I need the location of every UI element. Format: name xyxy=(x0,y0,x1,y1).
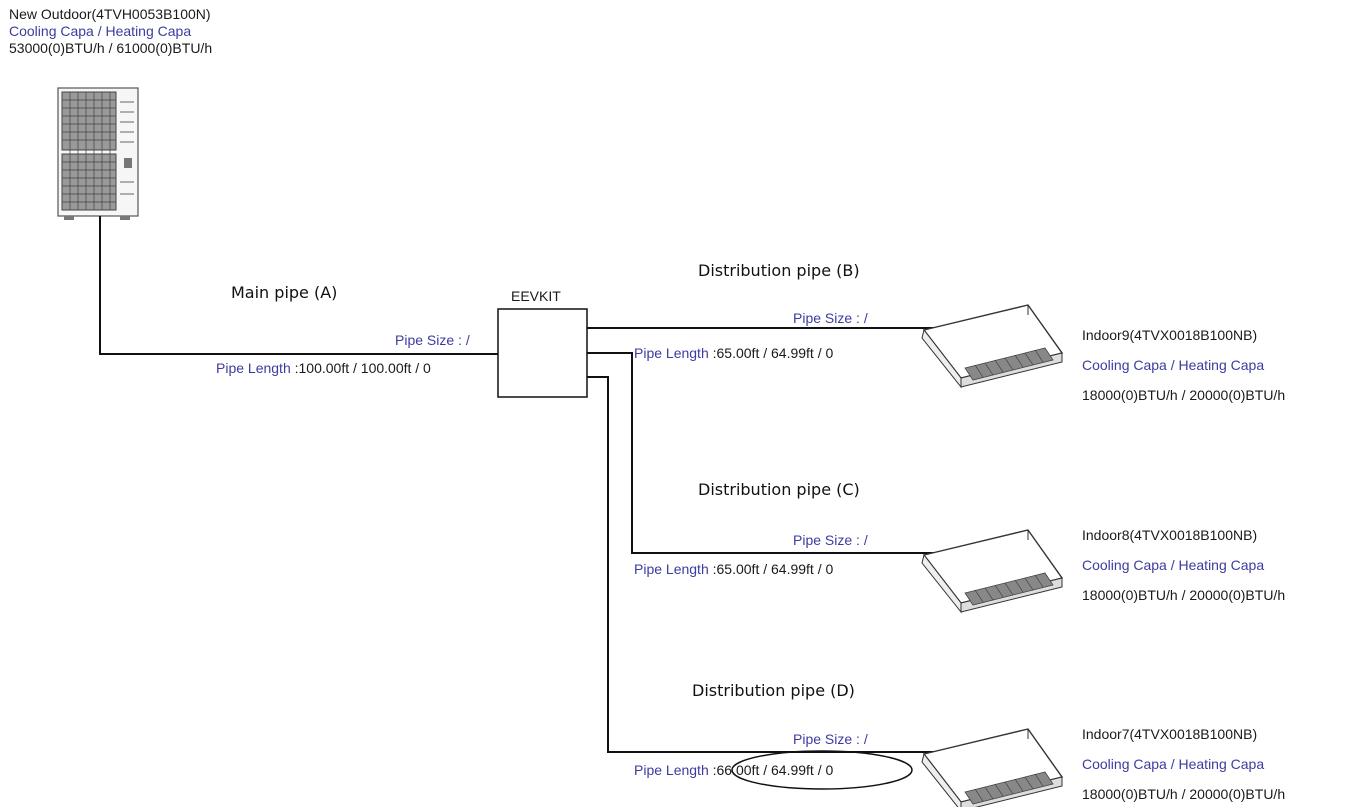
branch-title: Distribution pipe (B) xyxy=(698,261,860,280)
main-pipe-length: Pipe Length :100.00ft / 100.00ft / 0 xyxy=(216,360,431,376)
indoor-capa-label: Cooling Capa / Heating Capa xyxy=(1082,557,1265,573)
indoor-unit-icon xyxy=(921,529,1064,614)
indoor-capa-label: Cooling Capa / Heating Capa xyxy=(1082,357,1265,373)
highlight-ellipse xyxy=(731,750,913,790)
indoor-unit-icon xyxy=(921,304,1064,389)
eevkit-box xyxy=(497,308,588,398)
outdoor-name: New Outdoor(4TVH0053B100N) xyxy=(9,6,211,22)
main-pipe-size: Pipe Size : / xyxy=(395,332,470,348)
outdoor-capa-label: Cooling Capa / Heating Capa xyxy=(9,23,192,39)
indoor-capa-label: Cooling Capa / Heating Capa xyxy=(1082,756,1265,772)
outdoor-unit-icon xyxy=(57,87,139,220)
eevkit-label: EEVKIT xyxy=(511,288,561,304)
indoor-name: Indoor8(4TVX0018B100NB) xyxy=(1082,527,1258,543)
branch-pipe-length: Pipe Length :66.00ft / 64.99ft / 0 xyxy=(634,762,834,778)
main-pipe-title: Main pipe (A) xyxy=(231,283,338,302)
branch-pipe-length: Pipe Length :65.00ft / 64.99ft / 0 xyxy=(634,561,834,577)
branch-pipe-size: Pipe Size : / xyxy=(793,310,868,326)
indoor-unit-icon xyxy=(921,728,1064,807)
indoor-name: Indoor7(4TVX0018B100NB) xyxy=(1082,726,1258,742)
branch-title: Distribution pipe (D) xyxy=(692,681,855,700)
branch-pipe-length: Pipe Length :65.00ft / 64.99ft / 0 xyxy=(634,345,834,361)
branch-pipe-size: Pipe Size : / xyxy=(793,532,868,548)
indoor-capa-value: 18000(0)BTU/h / 20000(0)BTU/h xyxy=(1082,387,1286,403)
indoor-capa-value: 18000(0)BTU/h / 20000(0)BTU/h xyxy=(1082,587,1286,603)
outdoor-capa-value: 53000(0)BTU/h / 61000(0)BTU/h xyxy=(9,40,213,56)
branch-pipe-size: Pipe Size : / xyxy=(793,731,868,747)
indoor-name: Indoor9(4TVX0018B100NB) xyxy=(1082,327,1258,343)
indoor-capa-value: 18000(0)BTU/h / 20000(0)BTU/h xyxy=(1082,786,1286,802)
branch-title: Distribution pipe (C) xyxy=(698,480,860,499)
